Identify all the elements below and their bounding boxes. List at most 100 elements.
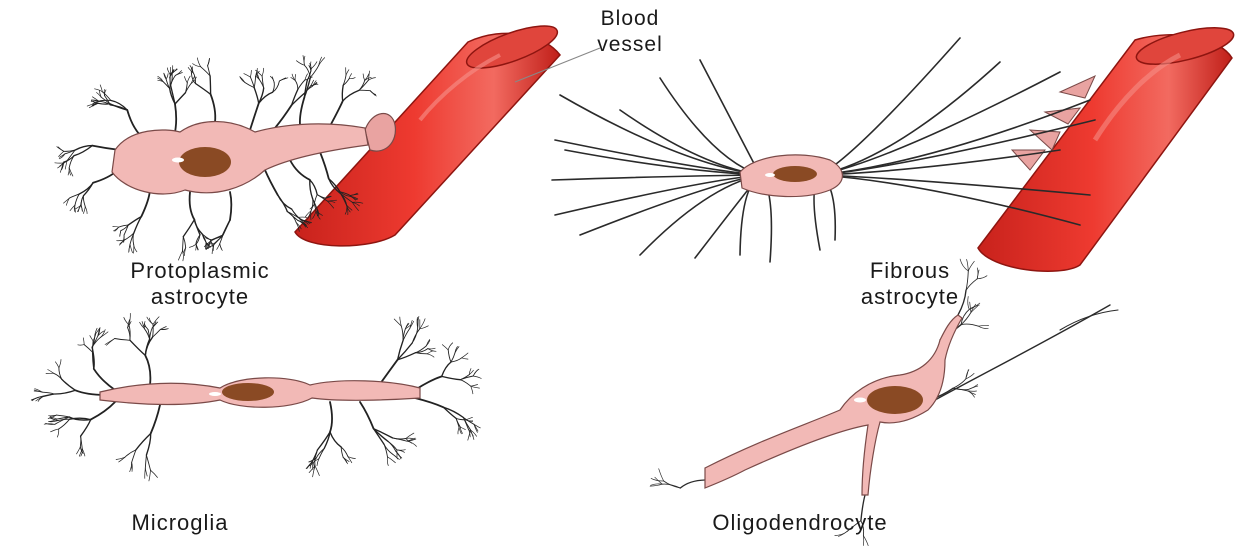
protoplasmic-astrocyte-branch — [134, 245, 137, 252]
protoplasmic-astrocyte-branch — [190, 192, 195, 220]
microglia-branch — [407, 441, 416, 446]
fibrous-astrocyte-label-line-2: astrocyte — [770, 284, 1050, 310]
microglia-branch — [91, 402, 115, 420]
oligodendrocyte-branch — [968, 385, 978, 390]
microglia-nucleus — [222, 383, 274, 401]
microglia-branch — [406, 438, 414, 439]
microglia-branch — [77, 447, 81, 454]
protoplasmic-astrocyte-branch — [298, 80, 305, 90]
protoplasmic-astrocyte-branch — [311, 62, 317, 69]
protoplasmic-astrocyte-branch — [368, 71, 369, 80]
protoplasmic-astrocyte-branch — [68, 168, 69, 175]
microglia-branch — [330, 432, 341, 447]
microglia-branch — [471, 386, 473, 394]
microglia-branch — [94, 369, 115, 390]
protoplasmic-astrocyte-branch — [291, 77, 295, 80]
microglia-branch — [401, 326, 403, 340]
microglia-branch — [442, 345, 448, 350]
microglia-branch — [427, 354, 434, 357]
microglia-branch — [54, 390, 75, 394]
microglia-branch — [456, 418, 459, 427]
protoplasmic-astrocyte-branch — [197, 58, 200, 67]
protoplasmic-astrocyte-branch — [250, 103, 259, 130]
protoplasmic-astrocyte-branch — [194, 220, 200, 235]
microglia-branch — [384, 444, 388, 457]
oligodendrocyte-branch — [961, 324, 979, 326]
microglia-branch — [471, 386, 480, 388]
microglia-branch — [81, 420, 91, 437]
oligodendrocyte-process — [1060, 310, 1118, 330]
protoplasmic-astrocyte-branch — [343, 90, 360, 101]
microglia-branch — [462, 358, 468, 359]
protoplasmic-astrocyte-branch — [330, 101, 343, 126]
protoplasmic-astrocyte-label-line-2: astrocyte — [50, 284, 350, 310]
protoplasmic-astrocyte-branch — [279, 78, 286, 81]
oligodendrocyte-label: Oligodendrocyte — [650, 510, 950, 536]
microglia-branch — [473, 376, 481, 379]
fibrous-astrocyte-process — [820, 38, 960, 175]
microglia-branch — [451, 353, 455, 362]
microglia-branch — [145, 455, 146, 468]
blood-vessel-label-line-2: vessel — [560, 32, 700, 58]
protoplasmic-astrocyte-branch — [295, 80, 298, 89]
protoplasmic-astrocyte-branch — [211, 94, 216, 122]
microglia-branch — [57, 429, 58, 437]
protoplasmic-astrocyte-branch — [254, 88, 259, 104]
microglia-branch — [145, 468, 147, 476]
protoplasmic-astrocyte-branch — [84, 183, 94, 196]
microglia-branch — [57, 415, 70, 417]
microglia-branch — [51, 429, 59, 432]
microglia-branch — [153, 324, 154, 337]
fibrous-astrocyte-process — [700, 60, 760, 175]
protoplasmic-astrocyte-branch — [175, 104, 176, 132]
microglia-branch — [84, 345, 92, 353]
microglia-branch — [442, 362, 451, 376]
protoplasmic-astrocyte-branch — [363, 74, 365, 81]
microglia-branch — [406, 433, 414, 438]
protoplasmic-astrocyte-branch — [183, 237, 184, 251]
protoplasmic-astrocyte-branch — [196, 84, 211, 95]
microglia-branch — [151, 470, 158, 477]
microglia-branch — [448, 343, 453, 350]
protoplasmic-astrocyte-branch — [320, 152, 329, 179]
microglia-branch — [460, 427, 465, 430]
microglia-branch — [458, 427, 459, 434]
protoplasmic-astrocyte-branch — [81, 205, 82, 211]
fibrous-astrocyte-process — [555, 175, 760, 215]
protoplasmic-astrocyte-branch — [141, 190, 150, 217]
microglia-branch — [153, 329, 161, 337]
protoplasmic-astrocyte-branch — [127, 110, 140, 135]
protoplasmic-astrocyte-branch — [311, 62, 312, 69]
microglia-branch — [462, 353, 468, 358]
protoplasmic-astrocyte-branch — [370, 91, 376, 96]
microglia-branch — [145, 468, 146, 478]
microglia-branch — [55, 362, 59, 368]
protoplasmic-astrocyte-branch — [290, 160, 310, 180]
microglia-branch — [106, 339, 114, 346]
microglia-branch — [315, 466, 319, 476]
protoplasmic-astrocyte-branch — [275, 105, 292, 128]
protoplasmic-astrocyte-branch — [85, 206, 87, 213]
microglia-branch — [59, 419, 70, 429]
protoplasmic-astrocyte-branch — [95, 89, 103, 92]
protoplasmic-astrocyte-branch — [304, 56, 305, 65]
protoplasmic-astrocyte-body — [112, 122, 368, 194]
microglia-branch — [115, 339, 130, 341]
protoplasmic-astrocyte-branch — [163, 82, 170, 89]
protoplasmic-astrocyte-branch — [359, 90, 370, 91]
microglia-branch — [387, 457, 388, 466]
protoplasmic-astrocyte-branch — [64, 198, 70, 203]
microglia-branch — [448, 350, 451, 362]
protoplasmic-astrocyte-branch — [166, 74, 168, 79]
protoplasmic-astrocyte-branch — [300, 97, 305, 125]
protoplasmic-astrocyte-branch — [175, 93, 186, 104]
microglia-branch — [393, 438, 406, 439]
protoplasmic-astrocyte-branch — [129, 244, 130, 252]
fibrous-astrocyte-label: Fibrous astrocyte — [770, 258, 1050, 310]
protoplasmic-astrocyte-branch — [183, 237, 185, 248]
microglia-branch — [416, 353, 428, 354]
protoplasmic-astrocyte-branch — [184, 77, 187, 83]
protoplasmic-astrocyte-branch — [59, 151, 64, 156]
protoplasmic-astrocyte-branch — [75, 205, 81, 209]
protoplasmic-astrocyte-branch — [223, 220, 230, 235]
